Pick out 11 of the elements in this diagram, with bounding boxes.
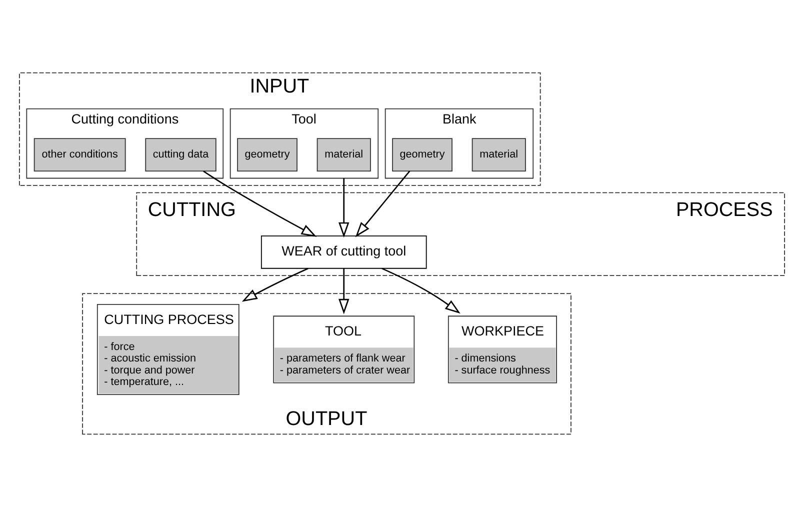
arrow — [338, 268, 350, 314]
node-box: material — [472, 138, 526, 171]
node-box: geometry — [237, 138, 298, 171]
node-box: geometry — [392, 138, 452, 171]
node-box: other conditions — [34, 138, 126, 171]
node-box: cutting data — [145, 138, 216, 171]
arrow — [355, 170, 410, 237]
node-box: material — [316, 138, 371, 171]
arrow — [203, 170, 317, 236]
node-box: WEAR of cutting tool — [260, 234, 427, 268]
arrow — [338, 178, 350, 238]
